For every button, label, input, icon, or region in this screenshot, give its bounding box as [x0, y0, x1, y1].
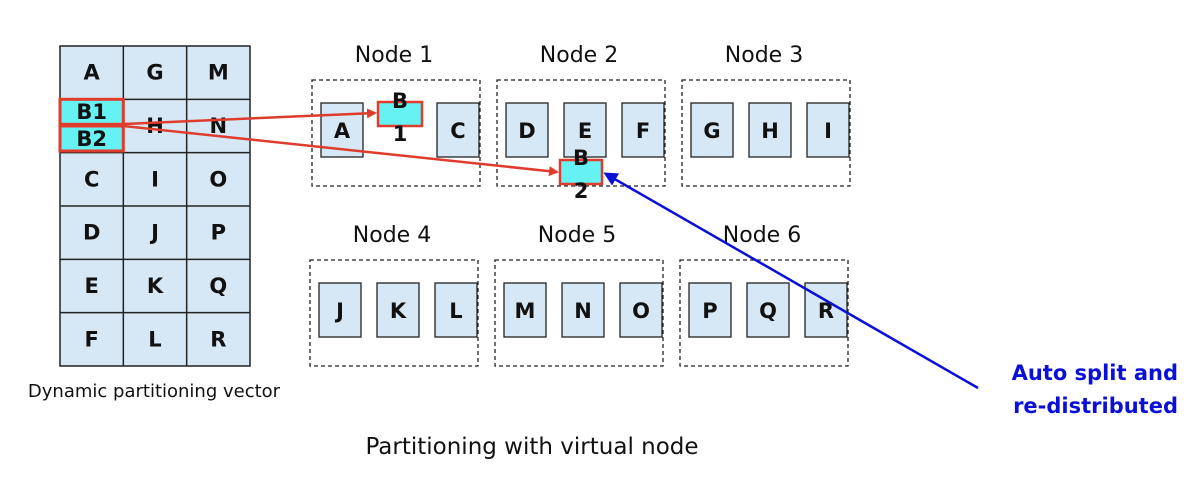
vector-cell: G — [146, 61, 163, 85]
node-title: Node 6 — [723, 223, 801, 248]
partition-block — [690, 102, 734, 158]
partition-label: C — [450, 119, 465, 143]
partition-label: G — [703, 119, 720, 143]
partition-block — [503, 282, 547, 338]
partition-label: M — [515, 299, 536, 323]
split-part-b2-label-top: B — [573, 146, 589, 170]
partition-label: N — [574, 299, 592, 323]
node-box — [496, 79, 666, 187]
split-part-b1-label-bottom: 1 — [393, 122, 408, 146]
vector-split-b1-label: B1 — [76, 100, 107, 124]
partition-label: F — [636, 119, 650, 143]
vector-cell: A — [84, 61, 101, 85]
arrow-auto-split — [603, 172, 979, 390]
partition-label: O — [632, 299, 650, 323]
vector-cell: I — [151, 167, 159, 191]
node-title: Node 2 — [540, 43, 618, 68]
partition-label: J — [334, 299, 344, 323]
vector-cell: H — [146, 114, 164, 138]
vector-cell: C — [84, 167, 99, 191]
partition-block — [561, 282, 605, 338]
vector-cell: O — [209, 167, 227, 191]
arrow-b1-to-node1 — [122, 108, 377, 126]
partition-label: Q — [759, 299, 777, 323]
partition-block — [434, 282, 478, 338]
annotation-line-2: re-distributed — [1013, 394, 1178, 418]
partition-block — [806, 102, 850, 158]
vector-cell: P — [211, 221, 226, 245]
partition-label: A — [334, 119, 351, 143]
arrow-b2-to-node2 — [122, 124, 559, 177]
partition-label: K — [390, 299, 407, 323]
split-part-b1-label-top: B — [392, 89, 408, 113]
vector-cell: F — [84, 327, 98, 351]
vector-caption: Dynamic partitioning vector — [28, 381, 281, 402]
node-box — [311, 79, 481, 187]
node-title: Node 5 — [538, 223, 616, 248]
partition-block — [376, 282, 420, 338]
node-5: Node 5 M N O — [494, 223, 664, 367]
partition-block — [505, 102, 549, 158]
vector-cell: Q — [209, 274, 227, 298]
node-2: Node 2 D E F — [496, 43, 666, 187]
vector-split-b1 — [58, 97, 125, 126]
partition-block — [436, 102, 480, 158]
vector-cell: M — [208, 61, 229, 85]
partition-label: L — [449, 299, 462, 323]
node-title: Node 3 — [725, 43, 803, 68]
annotation-line-1: Auto split and — [1012, 361, 1178, 385]
partition-label: I — [824, 119, 832, 143]
split-part-b1 — [376, 100, 424, 128]
vector-split-b2-label: B2 — [76, 127, 107, 151]
node-box — [309, 259, 479, 367]
partition-block — [318, 282, 362, 338]
partition-block — [621, 102, 665, 158]
partition-label: R — [818, 299, 834, 323]
partition-block — [748, 102, 792, 158]
vector-cell: L — [148, 327, 161, 351]
node-title: Node 1 — [355, 43, 433, 68]
partition-block — [563, 102, 607, 158]
partition-label: P — [702, 299, 717, 323]
partition-label: E — [578, 119, 592, 143]
node-box — [681, 79, 851, 187]
node-6: Node 6 P Q R — [679, 223, 849, 367]
node-box — [494, 259, 664, 367]
vector-cell: D — [83, 221, 100, 245]
node-3: Node 3 G H I — [681, 43, 851, 187]
vector-cell: K — [147, 274, 164, 298]
vector-cell: R — [210, 327, 226, 351]
partition-block — [688, 282, 732, 338]
vector-cell: E — [84, 274, 98, 298]
vector-cell: J — [149, 221, 159, 245]
vector-split-b2 — [58, 124, 125, 153]
node-title: Node 4 — [353, 223, 431, 248]
partition-block — [746, 282, 790, 338]
split-part-b2 — [558, 158, 604, 186]
diagram-caption: Partitioning with virtual node — [365, 434, 698, 460]
partition-block — [619, 282, 663, 338]
partition-label: D — [518, 119, 535, 143]
partition-label: H — [761, 119, 779, 143]
split-part-b2-label-bottom: 2 — [574, 179, 589, 203]
node-4: Node 4 J K L — [309, 223, 479, 367]
